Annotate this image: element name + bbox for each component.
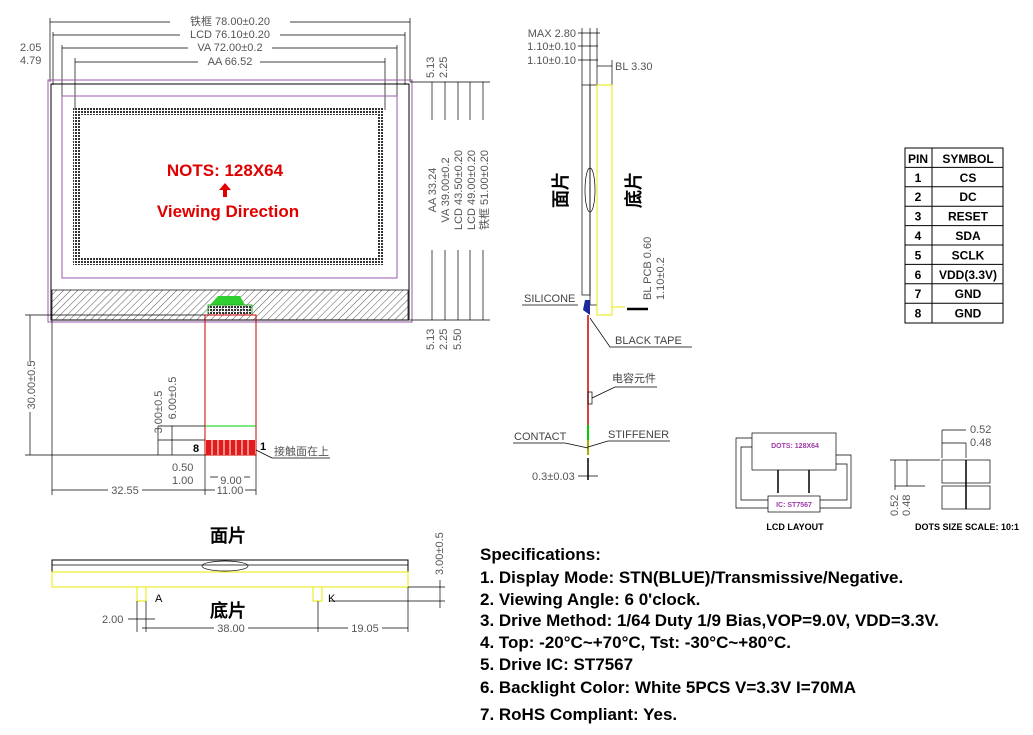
dim-fpc-width: 11.00 [217,485,244,497]
viewing-direction-arrow-icon [219,183,231,197]
side-view: MAX 2.80 1.10±0.10 1.10±0.10 BL 3.30 面片 … [513,28,692,483]
spec-item: 3. Drive Method: 1/64 Duty 1/9 Bias,VOP=… [480,611,939,630]
pin-number: 5 [915,248,922,262]
dim-lcd-width: LCD 76.10±0.20 [190,29,270,41]
lcd-layout-caption: LCD LAYOUT [766,522,824,532]
pin-header: PIN [908,152,928,166]
dim-top-5-13: 5.13 [425,57,437,78]
dim-aa-width: AA 66.52 [208,56,253,68]
lcd-layout-diagram: DOTS: 128X64 IC: ST7567 LCD LAYOUT [735,432,852,532]
dim-max-thickness: MAX 2.80 [528,28,576,40]
dim-fpc-offset: 32.55 [111,485,139,497]
dim-pin-span: 9.00 [220,475,241,487]
dim-lcd-height-1: LCD 43.50±0.20 [453,150,465,230]
back-glass-label: 底片 [623,172,644,208]
dim-frame-height: 铁框 51.00±0.20 [478,150,491,230]
pin-symbol: DC [959,190,977,204]
pin-number: 8 [915,307,922,321]
spec-item: 2. Viewing Angle: 6 0'clock. [480,590,700,609]
dim-fpc-thickness: 0.3±0.03 [532,471,575,483]
contact-side-note: 接触面在上 [274,444,329,458]
specs-heading: Specifications: [480,545,601,564]
bottom-view: 面片 A K 底片 3.00±0.5 2.00 38.00 19.05 [51,525,446,635]
pin-1-marker: 1 [260,441,266,453]
dim-led-pin-width: 2.00 [102,614,123,626]
dim-va-height: VA 39.00±0.2 [440,157,452,222]
spec-item: 4. Top: -20°C~+70°C, Tst: -30°C~+80°C. [480,633,791,652]
dim-va-width: VA 72.00±0.2 [197,42,262,54]
stiffener-label: STIFFENER [608,429,669,441]
spec-item: 1. Display Mode: STN(BLUE)/Transmissive/… [480,568,903,587]
dim-bl-pcb-tol: 1.10±0.2 [655,257,667,300]
pin-number: 1 [915,171,922,185]
front-view: 铁框 78.00±0.20 LCD 76.10±0.20 VA 72.00±0.… [20,14,491,350]
dim-dot-pitch-h: 0.52 [889,495,901,516]
spec-item: 5. Drive IC: ST7567 [480,655,633,674]
pin-number: 2 [915,190,922,204]
pin-table: PIN SYMBOL 1 CS 2 DC 3 RESET 4 SDA 5 SCLK 6 VDD(3.3… [904,147,1004,324]
dim-edge: 1.00 [172,475,193,487]
dim-dot-width: 0.48 [970,437,991,449]
spec-item: 6. Backlight Color: White 5PCS V=3.3V I=… [480,678,856,697]
dim-led-pin-span: 38.00 [217,623,245,635]
dim-backlight: BL 3.30 [615,61,653,73]
pin-symbol: SDA [955,229,981,243]
dim-dot-height: 0.48 [901,495,913,516]
dots-size-diagram: 0.52 0.48 0.52 0.48 DOTS SIZE SCALE: 10:… [889,424,1019,532]
cathode-label: K [328,593,336,605]
bottom-view-back-label: 底片 [210,600,246,621]
pin-symbol: GND [955,287,982,301]
dim-bottom-5-50: 5.50 [452,329,464,350]
dim-glass-1: 1.10±0.10 [527,41,576,53]
dim-aa-height: AA 33.24 [427,168,439,213]
black-tape-label: BLACK TAPE [615,335,682,347]
capacitor-label: 电容元件 [612,371,656,385]
pin-number: 4 [915,229,922,243]
pin-symbol: VDD(3.3V) [939,268,997,282]
dim-fpc-length: 30.00±0.5 [26,361,38,410]
viewing-direction-label: Viewing Direction [157,202,299,221]
dim-bottom-5-13: 5.13 [425,329,437,350]
dim-frame-width: 铁框 78.00±0.20 [190,15,270,28]
pin-number: 3 [915,210,922,224]
dim-left-2-05: 2.05 [20,42,41,54]
dots-size-caption: DOTS SIZE SCALE: 10:1 [915,522,1019,532]
anode-label: A [155,593,163,605]
dim-stiffener-3: 3.00±0.5 [153,391,165,434]
dim-bottom-2-25: 2.25 [438,329,450,350]
spec-item: 7. RoHS Compliant: Yes. [480,705,677,724]
dim-led-pin-edge: 19.05 [351,623,379,635]
dim-pitch: 0.50 [172,462,193,474]
lcd-ic-label: IC: ST7567 [776,502,812,509]
dim-dot-pitch-w: 0.52 [970,424,991,436]
dim-stiffener-6: 6.00±0.5 [167,377,179,420]
dim-bl-pcb: BL PCB 0.60 [642,237,654,300]
dim-top-2-25: 2.25 [438,57,450,78]
dim-left-4-79: 4.79 [20,55,41,67]
specifications: Specifications: 1. Display Mode: STN(BLU… [480,545,939,724]
pin-8-marker: 8 [193,443,199,455]
silicone-label: SILICONE [524,293,575,305]
pin-number: 7 [915,287,922,301]
dim-glass-2: 1.10±0.10 [527,55,576,67]
lcd-dots-label: DOTS: 128X64 [771,443,819,450]
dim-bl-height: 3.00±0.5 [434,532,446,575]
pin-symbol: CS [960,171,977,185]
pin-symbol: GND [955,307,982,321]
contact-label: CONTACT [514,431,567,443]
pin-symbol: SCLK [952,248,985,262]
display-resolution-title: NOTS: 128X64 [167,161,284,180]
front-glass-label: 面片 [550,172,571,208]
bottom-view-front-label: 面片 [210,525,246,546]
dim-lcd-height-2: LCD 49.00±0.20 [466,150,478,230]
fpc-tail: 30.00±0.5 3.00±0.5 6.00±0.5 8 1 接触面在上 0.… [20,296,330,497]
pin-number: 6 [915,268,922,282]
symbol-header: SYMBOL [942,152,993,166]
pin-symbol: RESET [948,210,989,224]
